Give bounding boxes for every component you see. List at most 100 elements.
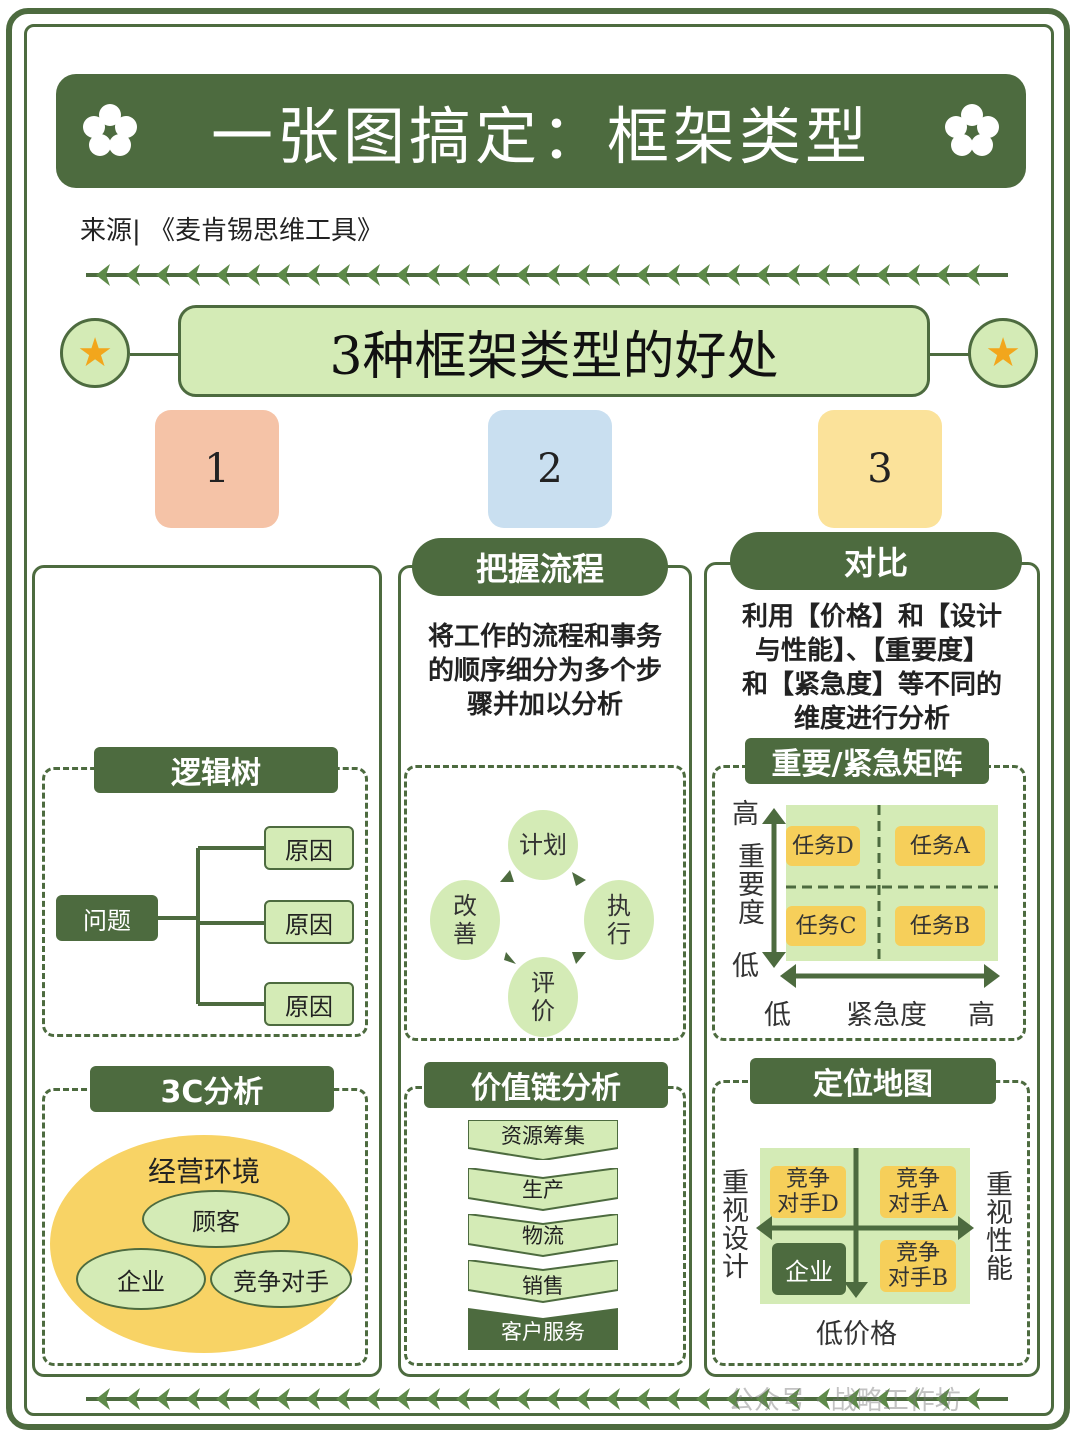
leaf-icon bbox=[246, 264, 260, 286]
leaf-icon bbox=[786, 264, 800, 286]
number-badge-1: 1 bbox=[155, 410, 279, 528]
leaf-icon bbox=[936, 1388, 950, 1410]
process-description: 将工作的流程和事务 的顺序细分为多个步 骤并加以分析 bbox=[404, 620, 686, 722]
leaf-icon bbox=[636, 264, 650, 286]
leaf-icon bbox=[606, 1388, 620, 1410]
leaf-icon bbox=[666, 1388, 680, 1410]
leaf-icon bbox=[726, 1388, 740, 1410]
process-heading: 把握流程 bbox=[412, 538, 668, 596]
cycle-panel bbox=[404, 765, 686, 1041]
leaf-icon bbox=[606, 264, 620, 286]
source-text: 来源| 《麦肯锡思维工具》 bbox=[80, 216, 384, 246]
leaf-icon bbox=[126, 264, 140, 286]
value-chain-title: 价值链分析 bbox=[424, 1062, 668, 1108]
leaf-icon bbox=[306, 264, 320, 286]
leaf-icon bbox=[306, 1388, 320, 1410]
outer-frame bbox=[6, 8, 1070, 1430]
leaf-icon bbox=[816, 264, 830, 286]
star-icon: ★ bbox=[60, 318, 130, 388]
description-line: 与性能】、【重要度】 bbox=[754, 636, 989, 666]
customer-oval: 顾客 bbox=[142, 1190, 290, 1248]
y-low-label: 低 bbox=[732, 951, 759, 982]
leaf-icon bbox=[366, 1388, 380, 1410]
description-line: 的顺序细分为多个步 bbox=[427, 656, 662, 686]
left-axis-label: 重 视 设 计 bbox=[722, 1170, 750, 1282]
value-chain-step: 物流 bbox=[467, 1212, 619, 1258]
logic-tree-connectors bbox=[158, 846, 266, 1006]
leaf-icon bbox=[666, 264, 680, 286]
improve-node: 改善 bbox=[430, 880, 500, 960]
leaf-icon bbox=[516, 264, 530, 286]
leaf-icon bbox=[756, 264, 770, 286]
axis-char: 重 bbox=[986, 1170, 1013, 1201]
leaf-icon bbox=[276, 1388, 290, 1410]
matrix-title: 重要/紧急矩阵 bbox=[745, 738, 989, 784]
x-axis-label: 紧急度 bbox=[846, 1000, 927, 1031]
compare-heading: 对比 bbox=[730, 532, 1022, 590]
node-char: 改 bbox=[453, 892, 477, 920]
axis-char: 要 bbox=[738, 870, 765, 901]
x-high-label: 高 bbox=[968, 1000, 995, 1031]
leaf-icon bbox=[186, 1388, 200, 1410]
cause-node: 原因 bbox=[264, 900, 354, 944]
positioning-axes bbox=[756, 1148, 974, 1298]
flower-icon bbox=[945, 104, 999, 156]
leaf-icon bbox=[576, 1388, 590, 1410]
description-line: 利用【价格】和【设计 bbox=[741, 602, 1002, 632]
leaf-icon bbox=[756, 1388, 770, 1410]
axis-char: 性 bbox=[986, 1226, 1013, 1257]
leaf-icon bbox=[156, 1388, 170, 1410]
leaf-icon bbox=[456, 1388, 470, 1410]
flower-icon bbox=[83, 104, 137, 156]
value-chain-step: 销售 bbox=[467, 1258, 619, 1304]
leaf-icon bbox=[426, 264, 440, 286]
axis-char: 设 bbox=[722, 1224, 749, 1255]
leaf-icon bbox=[276, 264, 290, 286]
watermark: 公众号 · 战略工作坊 bbox=[728, 1386, 961, 1416]
arrow-icon bbox=[504, 952, 516, 964]
cause-node: 原因 bbox=[264, 982, 354, 1026]
box-text: 对手A bbox=[888, 1192, 948, 1217]
title-banner: 一张图搞定：框架类型 bbox=[56, 74, 1026, 188]
axis-char: 重 bbox=[738, 842, 765, 873]
leaf-icon bbox=[636, 1388, 650, 1410]
matrix-dividers bbox=[786, 805, 998, 961]
leaf-icon bbox=[696, 264, 710, 286]
vine-divider-bottom bbox=[86, 1388, 1008, 1410]
axis-char: 重 bbox=[722, 1168, 749, 1199]
leaf-icon bbox=[966, 1388, 980, 1410]
task-b: 任务B bbox=[895, 906, 985, 946]
box-text: 竞争 bbox=[785, 1167, 830, 1192]
task-d: 任务D bbox=[786, 826, 860, 866]
leaf-icon bbox=[366, 264, 380, 286]
leaf-icon bbox=[186, 264, 200, 286]
connector-line bbox=[928, 353, 970, 356]
leaf-icon bbox=[456, 264, 470, 286]
leaf-icon bbox=[216, 1388, 230, 1410]
axis-char: 能 bbox=[986, 1254, 1013, 1285]
leaf-icon bbox=[96, 264, 110, 286]
bottom-axis-label: 低价格 bbox=[816, 1319, 897, 1350]
competitor-d: 竞争对手D bbox=[770, 1166, 846, 1218]
leaf-icon bbox=[696, 1388, 710, 1410]
leaf-icon bbox=[906, 1388, 920, 1410]
node-char: 评 bbox=[531, 969, 555, 997]
box-text: 对手B bbox=[887, 1266, 949, 1291]
leaf-icon bbox=[846, 1388, 860, 1410]
leaf-icon bbox=[966, 264, 980, 286]
leaf-icon bbox=[576, 264, 590, 286]
leaf-icon bbox=[546, 1388, 560, 1410]
competitor-oval: 竞争对手 bbox=[210, 1250, 352, 1308]
competitor-b: 竞争对手B bbox=[880, 1240, 956, 1292]
leaf-icon bbox=[786, 1388, 800, 1410]
description-line: 维度进行分析 bbox=[793, 704, 950, 734]
box-text: 竞争 bbox=[895, 1167, 940, 1192]
y-axis-label: 重 要 度 bbox=[738, 844, 766, 928]
box-text: 对手D bbox=[777, 1192, 839, 1217]
right-axis-label: 重 视 性 能 bbox=[986, 1172, 1014, 1284]
box-text: 竞争 bbox=[895, 1241, 940, 1266]
leaf-icon bbox=[396, 1388, 410, 1410]
node-char: 执 bbox=[607, 892, 631, 920]
node-char: 善 bbox=[453, 920, 477, 948]
x-axis-arrow bbox=[780, 964, 1000, 988]
